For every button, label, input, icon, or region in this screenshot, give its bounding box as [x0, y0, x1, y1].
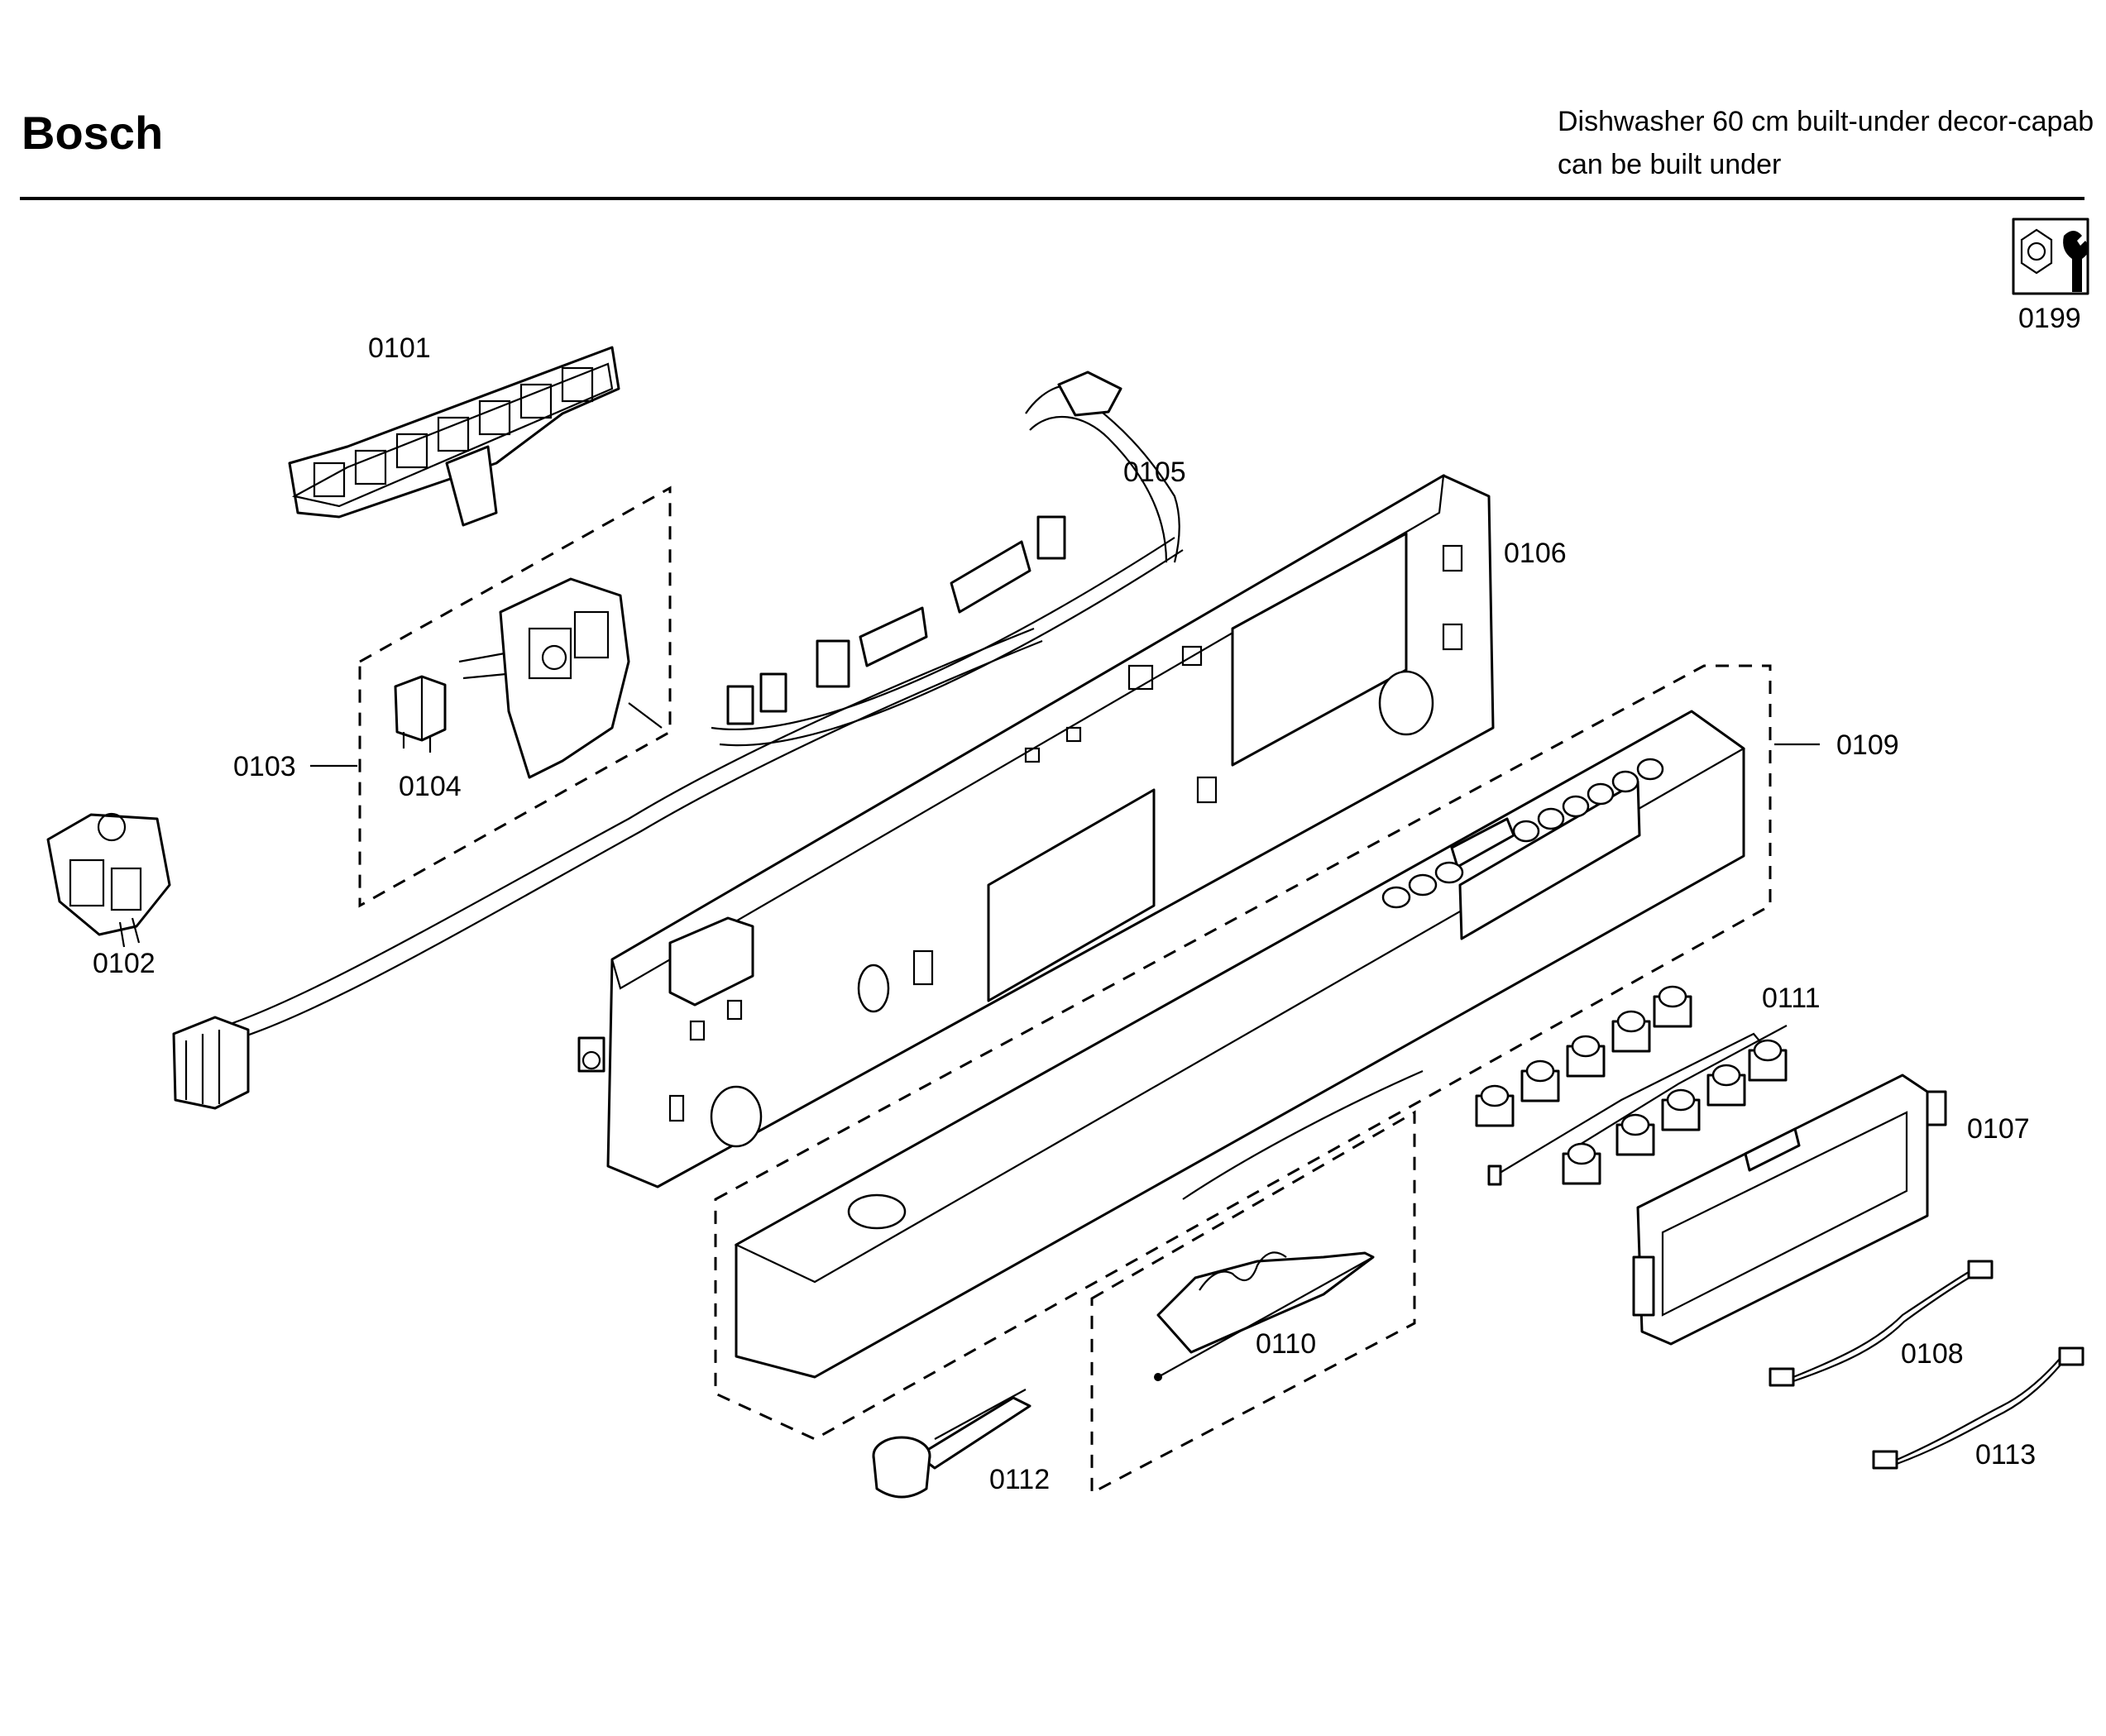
part-label-0103: 0103 [233, 751, 296, 782]
part-0109-control-fascia[interactable] [734, 710, 1746, 1379]
appliance-subtitle: can be built under [1558, 149, 1782, 180]
part-label-0104: 0104 [399, 771, 462, 802]
group-outline-0103 [358, 485, 672, 908]
part-label-0109: 0109 [1836, 729, 1899, 761]
part-label-0106: 0106 [1504, 538, 1567, 569]
group-outline-0109 [714, 664, 1772, 1441]
part-label-0107: 0107 [1967, 1113, 2030, 1145]
part-label-0113: 0113 [1975, 1439, 2036, 1471]
part-0107-display-module[interactable] [1632, 1074, 1947, 1346]
part-0102-actuator[interactable] [46, 812, 171, 948]
part-label-0102: 0102 [93, 948, 156, 979]
part-0101-control-module[interactable] [288, 346, 620, 527]
part-0103-switch-assembly[interactable] [458, 577, 663, 779]
appliance-title: Dishwasher 60 cm built-under decor-capab [1558, 106, 2094, 137]
part-0108-cable[interactable] [1769, 1260, 1994, 1387]
part-0112-knob[interactable] [872, 1389, 1031, 1499]
part-0105-wiring-harness[interactable] [172, 371, 1184, 1110]
part-label-0199: 0199 [2018, 303, 2081, 334]
brand-logo-text: Bosch [22, 107, 164, 159]
group-outline-0110 [1090, 1110, 1416, 1495]
part-label-0112: 0112 [989, 1464, 1050, 1495]
part-label-0111: 0111 [1762, 983, 1821, 1014]
part-0104-relay[interactable] [394, 675, 447, 753]
part-0106-panel-frame[interactable] [577, 473, 1495, 1188]
part-0111-button-carrier[interactable] [1475, 985, 1788, 1186]
part-label-0108: 0108 [1901, 1338, 1964, 1370]
nut-and-wrench-icon[interactable] [2012, 218, 2089, 295]
part-label-0105: 0105 [1123, 457, 1186, 488]
part-0110-handle[interactable] [1154, 1251, 1375, 1381]
part-0113-cable[interactable] [1872, 1346, 2084, 1470]
header-divider [20, 197, 2084, 200]
part-label-0110: 0110 [1256, 1328, 1316, 1360]
part-label-0101: 0101 [368, 332, 431, 364]
